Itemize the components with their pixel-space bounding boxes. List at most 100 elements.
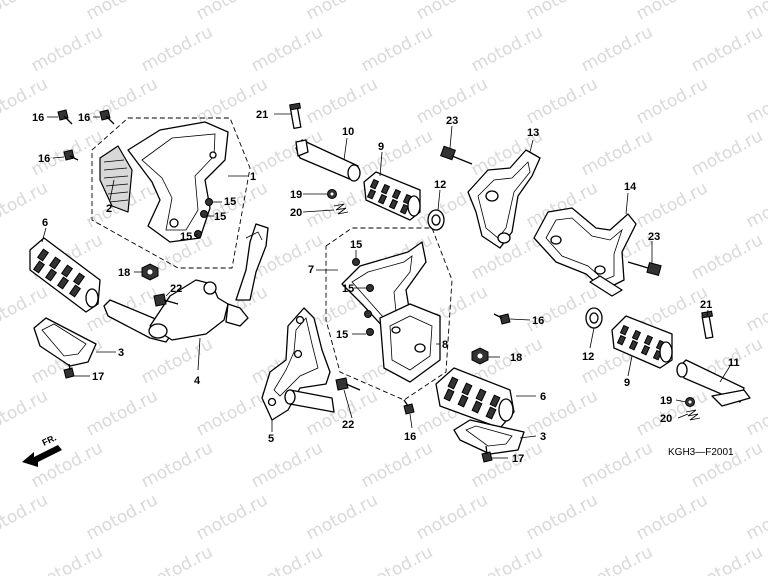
- callout-22-a: 22: [170, 283, 182, 295]
- footpeg-rubber-9-right: [611, 315, 673, 369]
- watermark-text: motod.ru: [83, 74, 161, 128]
- callout-16-d: 16: [532, 315, 544, 327]
- bolt-16-b: [99, 109, 115, 125]
- nut-18-left: [141, 263, 159, 281]
- watermark-text: motod.ru: [413, 490, 491, 544]
- bolt-22-center: [335, 377, 361, 391]
- bolt-22-left: [153, 293, 179, 307]
- watermark-text: motod.ru: [193, 490, 271, 544]
- callout-6-a: 6: [42, 217, 48, 229]
- watermark-text: motod.ru: [468, 22, 546, 76]
- watermark-text: motod.ru: [358, 126, 436, 180]
- watermark-text: motod.ru: [83, 386, 161, 440]
- watermark-text: motod.ru: [523, 490, 601, 544]
- callout-19-a: 19: [290, 189, 302, 201]
- footpeg-rubber-center: [435, 367, 515, 429]
- callout-23-a: 23: [446, 115, 458, 127]
- grommet-15-e: [366, 284, 374, 292]
- watermark-text: motod.ru: [303, 0, 381, 24]
- grommet-16-center: [364, 310, 372, 318]
- group-outline-7: [325, 227, 453, 401]
- footpeg-rubber-left: [29, 237, 101, 313]
- footpeg-arm-10: [295, 139, 361, 182]
- watermark-text: motod.ru: [743, 74, 768, 128]
- callout-2: 2: [106, 203, 112, 215]
- callout-13: 13: [527, 127, 539, 139]
- group-outline-1: [91, 117, 251, 269]
- center-assembly: [261, 227, 525, 463]
- callout-18-b: 18: [510, 352, 522, 364]
- watermark-text: motod.ru: [578, 22, 656, 76]
- bolt-16-e: [403, 399, 415, 415]
- callout-9-a: 9: [378, 141, 384, 153]
- pin-21-top: [289, 102, 302, 130]
- callout-15-a: 15: [224, 196, 236, 208]
- washer-19-right: [685, 397, 695, 407]
- watermark-text: motod.ru: [28, 22, 106, 76]
- footpeg-rubber-9-top: [363, 171, 421, 221]
- left-assembly: [29, 109, 269, 379]
- watermark-text: motod.ru: [633, 178, 711, 232]
- callout-5: 5: [268, 433, 274, 445]
- watermark-text: motod.ru: [523, 0, 601, 24]
- watermark-text: motod.ru: [743, 490, 768, 544]
- footpeg-base-left: [33, 317, 97, 367]
- callout-15-d: 15: [350, 239, 362, 251]
- watermark-text: motod.ru: [688, 126, 766, 180]
- callout-1: 1: [250, 171, 256, 183]
- nut-18-center: [471, 347, 489, 365]
- callout-20-b: 20: [660, 413, 672, 425]
- callout-3-b: 3: [540, 431, 546, 443]
- watermark-text: motod.ru: [358, 22, 436, 76]
- watermark-text: motod.ru: [0, 0, 51, 24]
- callout-15-b: 15: [214, 211, 226, 223]
- watermark-text: motod.ru: [138, 438, 216, 492]
- bolt-16-d: [493, 313, 511, 325]
- watermark-text: motod.ru: [28, 542, 106, 576]
- callout-16-center: 15: [336, 329, 348, 341]
- grommet-15-d: [352, 258, 360, 266]
- callout-23-b: 23: [648, 231, 660, 243]
- callout-12-b: 12: [582, 351, 594, 363]
- left-bracket-plate: [261, 307, 335, 421]
- callout-18-a: 18: [118, 267, 130, 279]
- washer-12-top: [427, 209, 445, 231]
- callouts: 16 16 16 2 1 15 15 15 6 18 22 3 17 4 21 …: [32, 109, 740, 465]
- grommet-15-b: [200, 210, 208, 218]
- callout-20-a: 20: [290, 207, 302, 219]
- washer-19-top: [327, 189, 337, 199]
- watermark-text: motod.ru: [523, 386, 601, 440]
- watermark-text: motod.ru: [688, 230, 766, 284]
- watermark-text: motod.ru: [633, 74, 711, 128]
- callout-16-e: 16: [404, 431, 416, 443]
- watermark-text: motod.ru: [303, 490, 381, 544]
- callout-6-b: 6: [540, 391, 546, 403]
- watermark-text: motod.ru: [138, 22, 216, 76]
- callout-21-b: 21: [700, 299, 712, 311]
- watermark-text: motod.ru: [138, 334, 216, 388]
- callout-3-a: 3: [118, 347, 124, 359]
- watermark-text: motod.ru: [743, 178, 768, 232]
- watermark-text: motod.ru: [358, 542, 436, 576]
- callout-22-b: 22: [342, 419, 354, 431]
- watermark-text: motod.ru: [578, 438, 656, 492]
- watermark-text: motod.ru: [413, 0, 491, 24]
- spring-20-right: [685, 409, 701, 421]
- watermark-text: motod.ru: [248, 438, 326, 492]
- bolt-17-center: [481, 445, 493, 463]
- callout-11: 11: [728, 357, 740, 369]
- watermark-text: motod.ru: [83, 0, 161, 24]
- callout-15-c: 15: [180, 231, 192, 243]
- callout-10: 10: [342, 126, 354, 138]
- grommet-15-f: [366, 328, 374, 336]
- watermark-text: motod.ru: [523, 74, 601, 128]
- callout-16-c: 16: [38, 153, 50, 165]
- callout-21-a: 21: [256, 109, 268, 121]
- top-right-assembly: [289, 102, 751, 421]
- watermark-text: motod.ru: [83, 490, 161, 544]
- grommet-15-a: [205, 198, 213, 206]
- callout-9-b: 9: [624, 377, 630, 389]
- center-bracket: [341, 241, 441, 383]
- watermark-text: motod.ru: [0, 490, 51, 544]
